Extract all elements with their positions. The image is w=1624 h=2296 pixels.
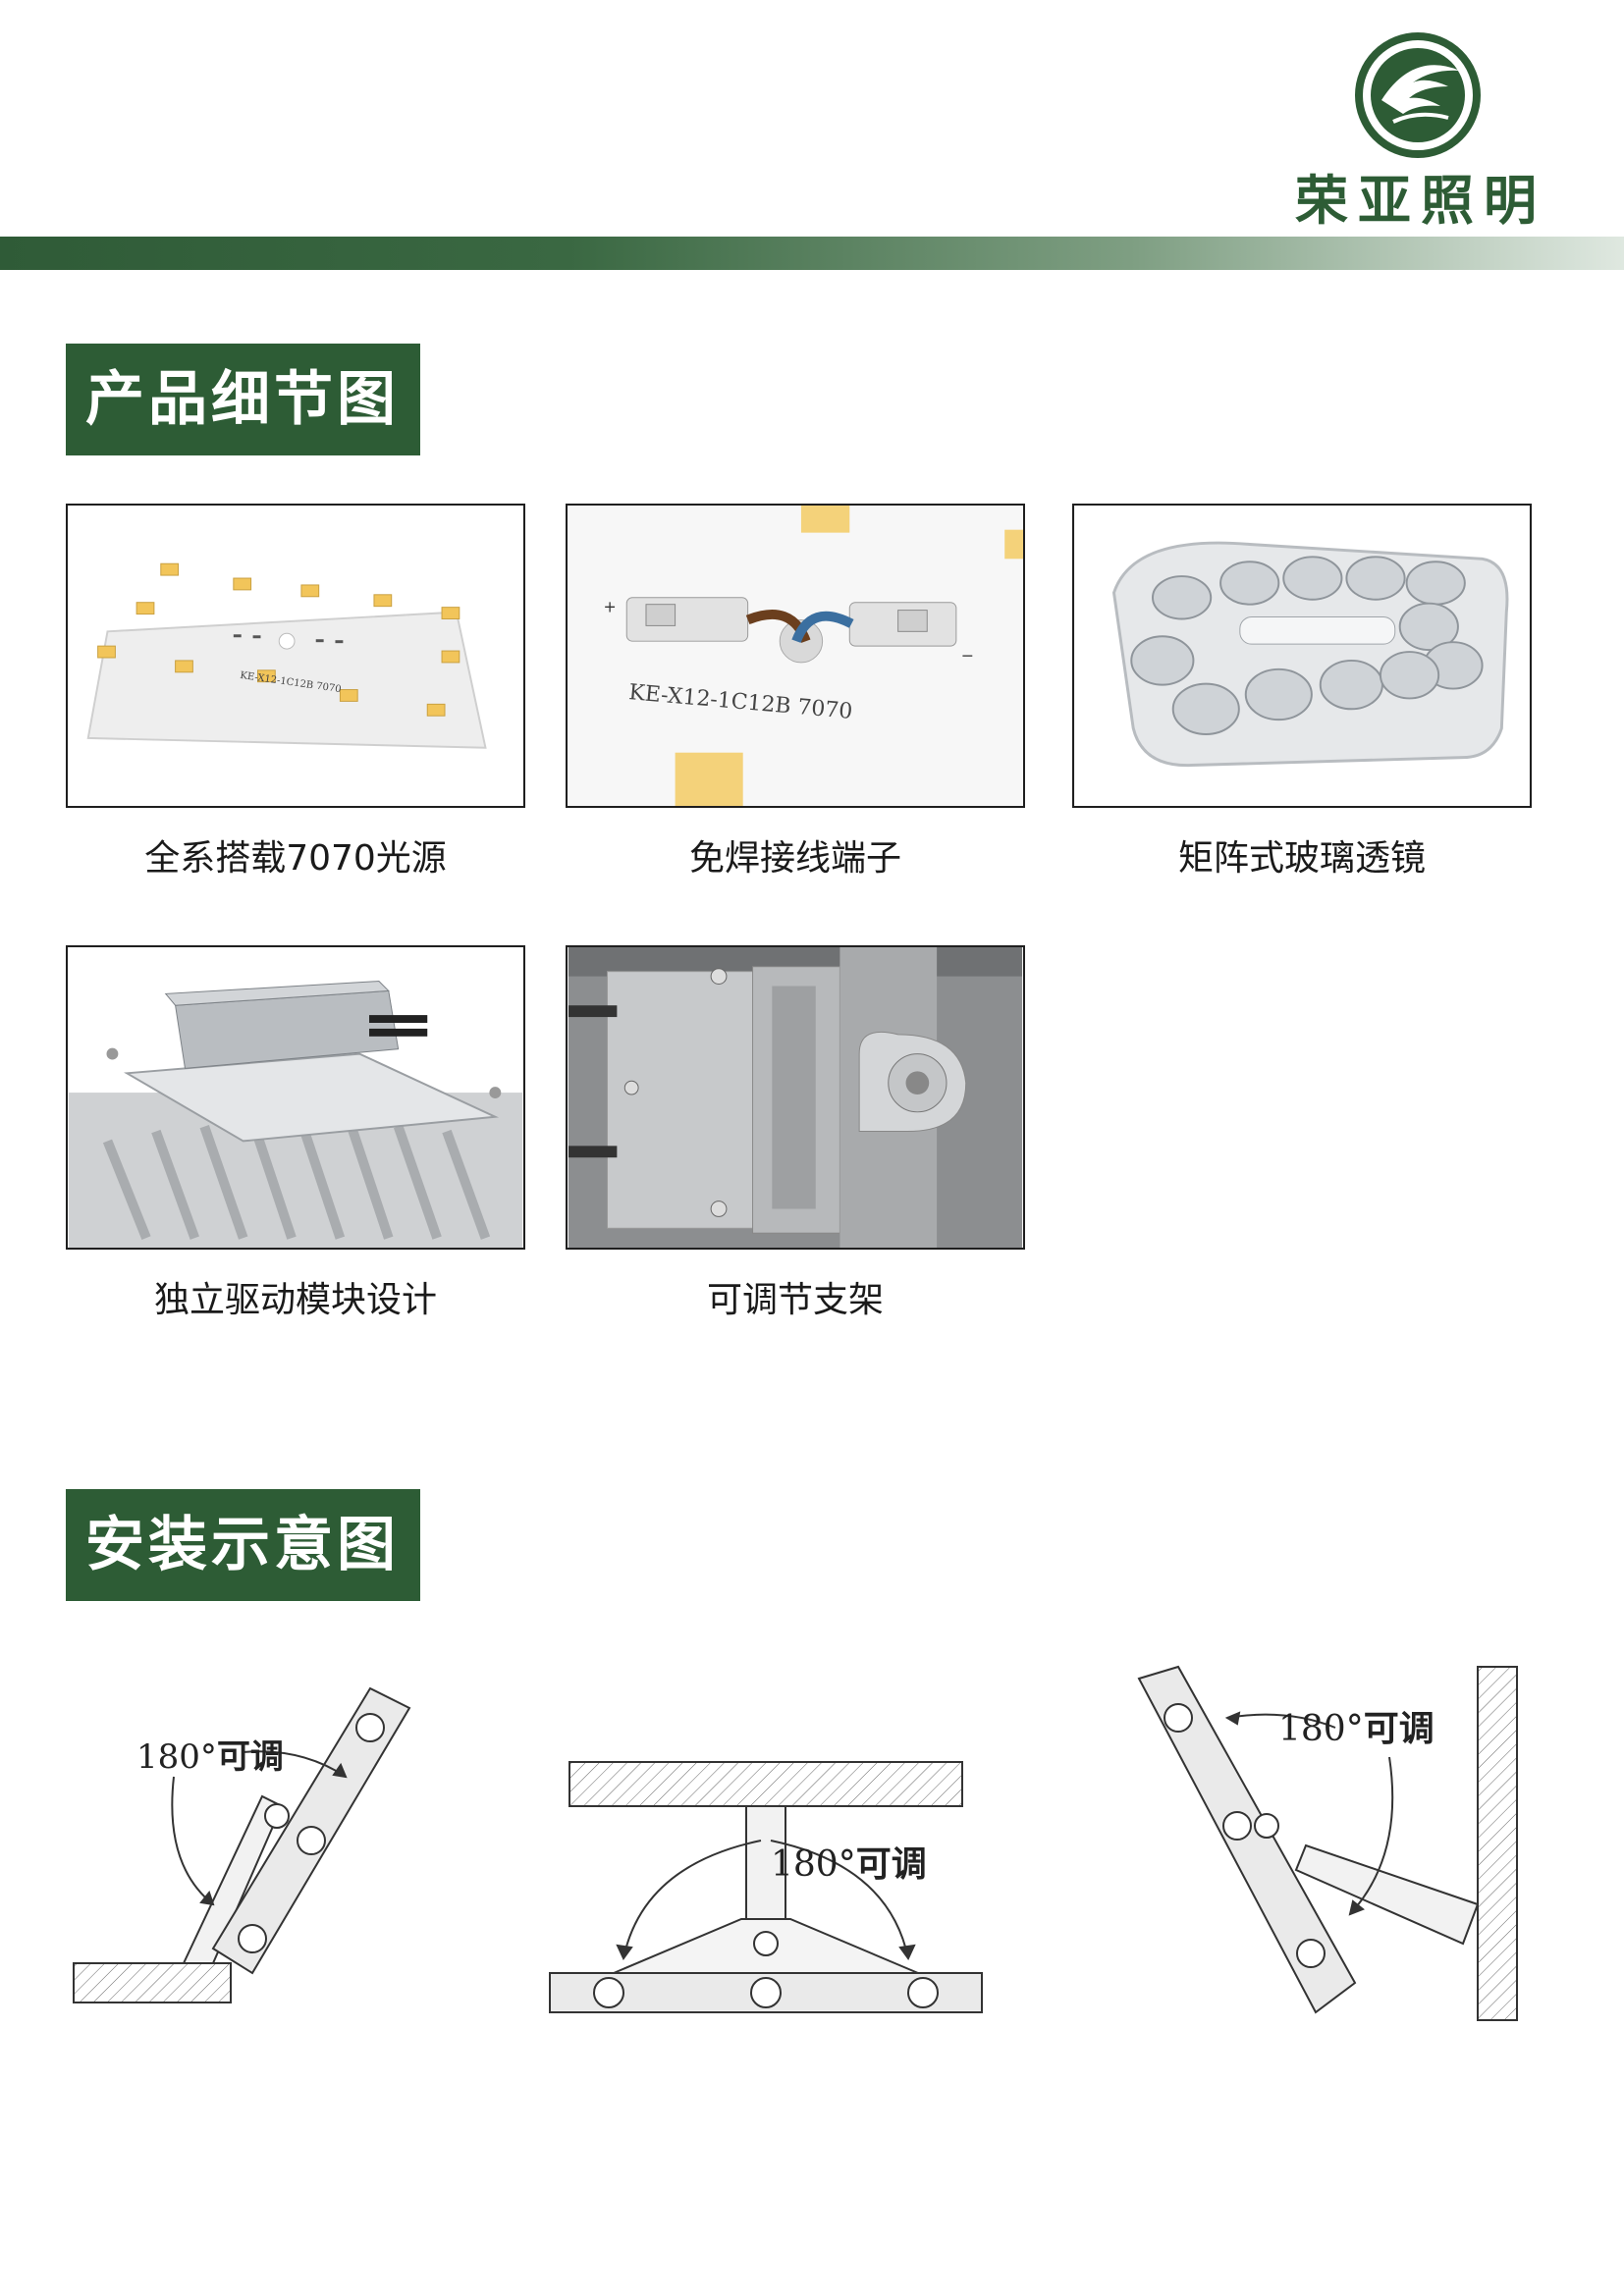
photo-driver-module bbox=[66, 945, 525, 1250]
section-title-install: 安装示意图 bbox=[66, 1489, 420, 1601]
angle-value: 180° bbox=[1278, 1709, 1364, 1749]
svg-text:−: − bbox=[961, 646, 974, 665]
brand-name: 荣亚照明 bbox=[1295, 170, 1546, 232]
photo-glass-lens bbox=[1072, 504, 1532, 808]
angle-label: 180°可调 bbox=[136, 1730, 284, 1778]
diagram-ground-mount: 180°可调 bbox=[66, 1669, 439, 2042]
caption-terminal: 免焊接线端子 bbox=[688, 838, 901, 879]
angle-label: 180°可调 bbox=[1278, 1700, 1435, 1751]
caption-bracket: 可调节支架 bbox=[706, 1280, 884, 1320]
adjust-label: 可调 bbox=[216, 1737, 284, 1777]
diagram-wall-mount: 180°可调 bbox=[1129, 1659, 1522, 2032]
palm-leaf-circle-icon bbox=[1354, 31, 1482, 159]
angle-value: 180° bbox=[136, 1737, 217, 1777]
angle-value: 180° bbox=[771, 1844, 856, 1885]
header-band bbox=[0, 237, 1624, 270]
caption-glass-lens: 矩阵式玻璃透镜 bbox=[1177, 838, 1426, 879]
photo-bracket bbox=[566, 945, 1025, 1250]
adjust-label: 可调 bbox=[1363, 1709, 1435, 1749]
brand-logo: 荣亚照明 bbox=[1288, 31, 1553, 232]
caption-driver-module: 独立驱动模块设计 bbox=[153, 1280, 437, 1320]
photo-led-board: KE-X12-1C12B 7070 bbox=[66, 504, 525, 808]
adjust-label: 可调 bbox=[855, 1844, 927, 1885]
photo-terminals: + − KE-X12-1C12B 7070 bbox=[566, 504, 1025, 808]
angle-label: 180°可调 bbox=[771, 1836, 927, 1887]
caption-led-source: 全系搭载7070光源 bbox=[144, 838, 447, 879]
diagram-ceiling-mount: 180°可调 bbox=[545, 1747, 987, 2022]
svg-text:+: + bbox=[604, 598, 617, 616]
section-title-details: 产品细节图 bbox=[66, 344, 420, 455]
